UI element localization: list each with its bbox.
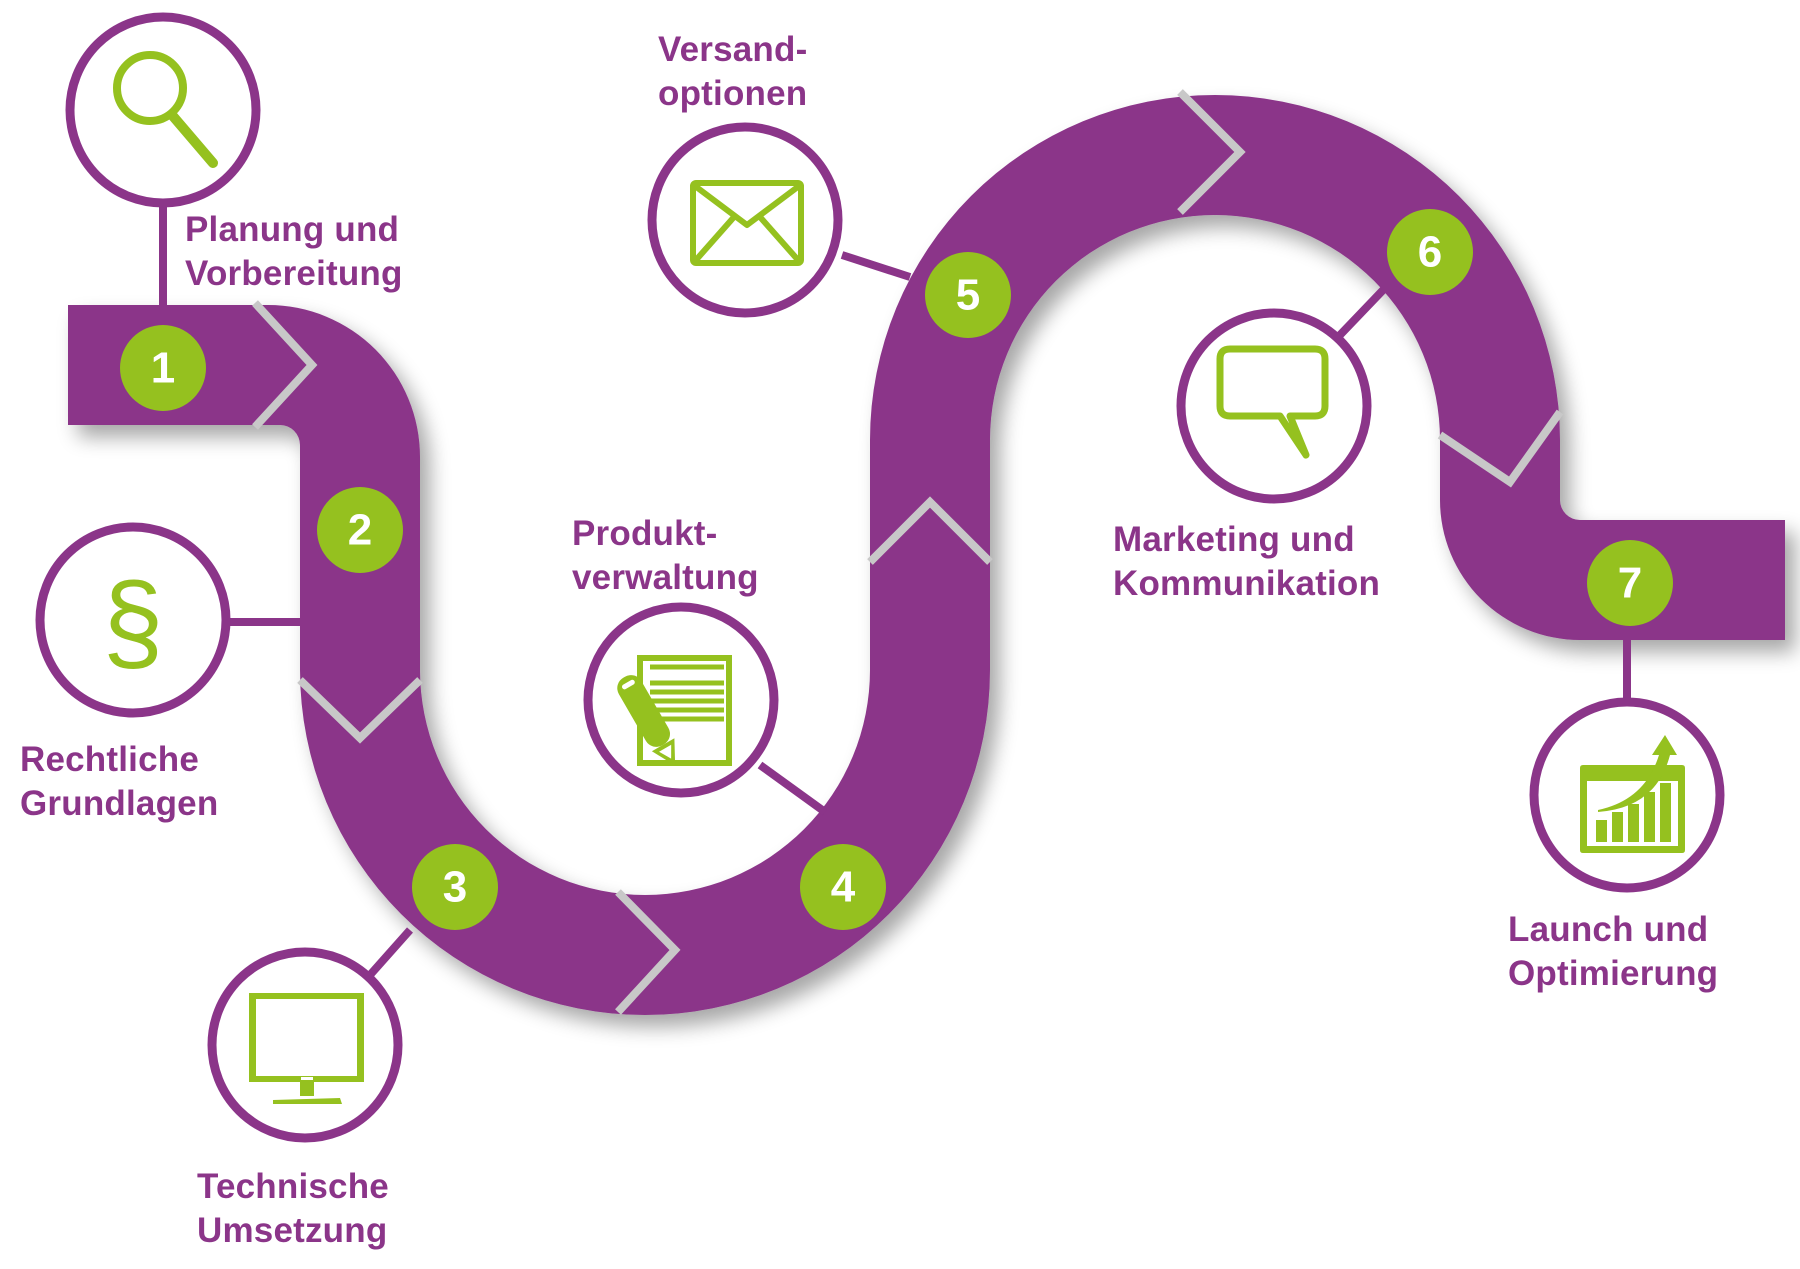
- step-label-1: Planung und Vorbereitung: [185, 208, 403, 296]
- chevron-3-4: [615, 889, 681, 1015]
- step-badge-6: 6: [1387, 209, 1473, 295]
- svg-text:1: 1: [151, 344, 175, 393]
- paragraph-icon: §: [102, 561, 163, 684]
- step-badge-1: 1: [120, 325, 206, 411]
- step-label-6: Marketing und Kommunikation: [1113, 518, 1380, 606]
- step-label-7-line-2: Optimierung: [1508, 954, 1719, 993]
- step-label-6-line-2: Kommunikation: [1113, 564, 1381, 603]
- step-badges: 1 2 3 4 5 6 7: [120, 209, 1673, 930]
- step-label-5-line-2: optionen: [658, 74, 808, 113]
- svg-text:6: 6: [1418, 228, 1442, 277]
- connector-5: [840, 251, 912, 281]
- step-label-7-line-1: Launch und: [1508, 910, 1709, 949]
- svg-text:3: 3: [443, 863, 467, 912]
- step-label-5: Versand- optionen: [658, 28, 807, 116]
- connector-6: [1337, 285, 1388, 338]
- envelope-icon: [690, 180, 804, 266]
- step-label-3: Technische Umsetzung: [197, 1165, 389, 1253]
- chevron-separators: [252, 89, 1564, 1015]
- step-label-7: Launch und Optimierung: [1508, 908, 1718, 996]
- step-badge-3: 3: [412, 844, 498, 930]
- winding-path: [68, 95, 1785, 1015]
- step-label-6-line-1: Marketing und: [1113, 520, 1355, 559]
- icon-circle-1: [65, 12, 261, 208]
- step-label-3-line-1: Technische: [197, 1167, 389, 1206]
- step-label-5-line-1: Versand-: [658, 30, 808, 69]
- connector-3: [367, 927, 413, 978]
- connector-4: [757, 761, 828, 816]
- chevron-6-7: [1437, 409, 1564, 488]
- step-label-3-line-2: Umsetzung: [197, 1211, 388, 1250]
- chevron-5-6: [1177, 89, 1246, 215]
- svg-text:5: 5: [956, 271, 980, 320]
- step-label-1-line-1: Planung und: [185, 210, 400, 249]
- monitor-icon: [249, 993, 364, 1104]
- step-label-2-line-1: Rechtliche: [20, 740, 199, 779]
- step-label-2: Rechtliche Grundlagen: [20, 738, 218, 826]
- step-badge-4: 4: [800, 844, 886, 930]
- step-badge-7: 7: [1587, 540, 1673, 626]
- icon-circle-6: [1176, 308, 1372, 504]
- path-band: [68, 95, 1785, 1015]
- svg-text:7: 7: [1618, 559, 1642, 608]
- step-label-1-line-2: Vorbereitung: [185, 254, 403, 293]
- chevron-2-3: [297, 677, 423, 744]
- icon-circle-2: [35, 522, 231, 718]
- svg-text:4: 4: [831, 863, 856, 912]
- growth-chart-icon: [1580, 735, 1685, 853]
- document-pencil-icon: [617, 655, 732, 766]
- step-badge-2: 2: [317, 487, 403, 573]
- speech-bubble-icon: [1216, 345, 1329, 459]
- chevron-1-2: [252, 300, 318, 430]
- step-label-4-line-2: verwaltung: [572, 558, 759, 597]
- step-label-4: Produkt- verwaltung: [572, 512, 759, 600]
- chevron-4-5: [867, 496, 993, 565]
- magnifier-icon: [113, 51, 218, 168]
- svg-text:2: 2: [348, 506, 372, 555]
- step-label-2-line-2: Grundlagen: [20, 784, 219, 823]
- step-badge-5: 5: [925, 252, 1011, 338]
- icon-circle-3: [207, 947, 403, 1143]
- step-label-4-line-1: Produkt-: [572, 514, 718, 553]
- icon-circle-7: [1529, 697, 1725, 893]
- connectors: [159, 205, 1631, 978]
